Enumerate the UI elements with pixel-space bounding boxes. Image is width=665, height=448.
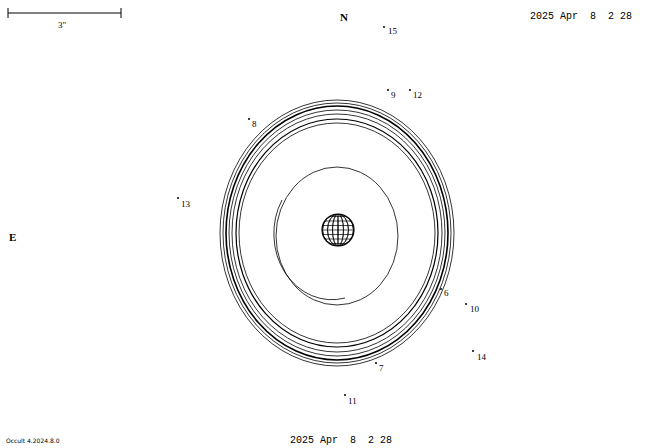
moon-number: 9 <box>391 91 396 100</box>
moon-number: 12 <box>413 91 422 100</box>
moon-dots <box>177 26 474 396</box>
moon-number: 14 <box>477 353 486 362</box>
saturn-globe <box>320 214 356 246</box>
ring-system <box>220 100 454 366</box>
date-time-label: 2025 Apr 8 2 28 <box>290 436 392 446</box>
north-label: N <box>340 12 348 23</box>
date-time-label: 2025 Apr 8 2 28 <box>530 12 632 22</box>
moon-number: 7 <box>379 364 384 373</box>
software-version: Occult 4.2024.8.0 <box>6 438 60 444</box>
scale-bar <box>8 8 121 18</box>
moon-number: 10 <box>470 305 479 314</box>
moon-number: 11 <box>348 397 357 406</box>
moon-number: 15 <box>388 27 397 36</box>
east-label: E <box>9 232 16 243</box>
moon-number: 13 <box>181 200 190 209</box>
moon-number: 8 <box>252 120 257 129</box>
scale-label: 3" <box>58 21 66 30</box>
moon-number: 6 <box>444 289 449 298</box>
